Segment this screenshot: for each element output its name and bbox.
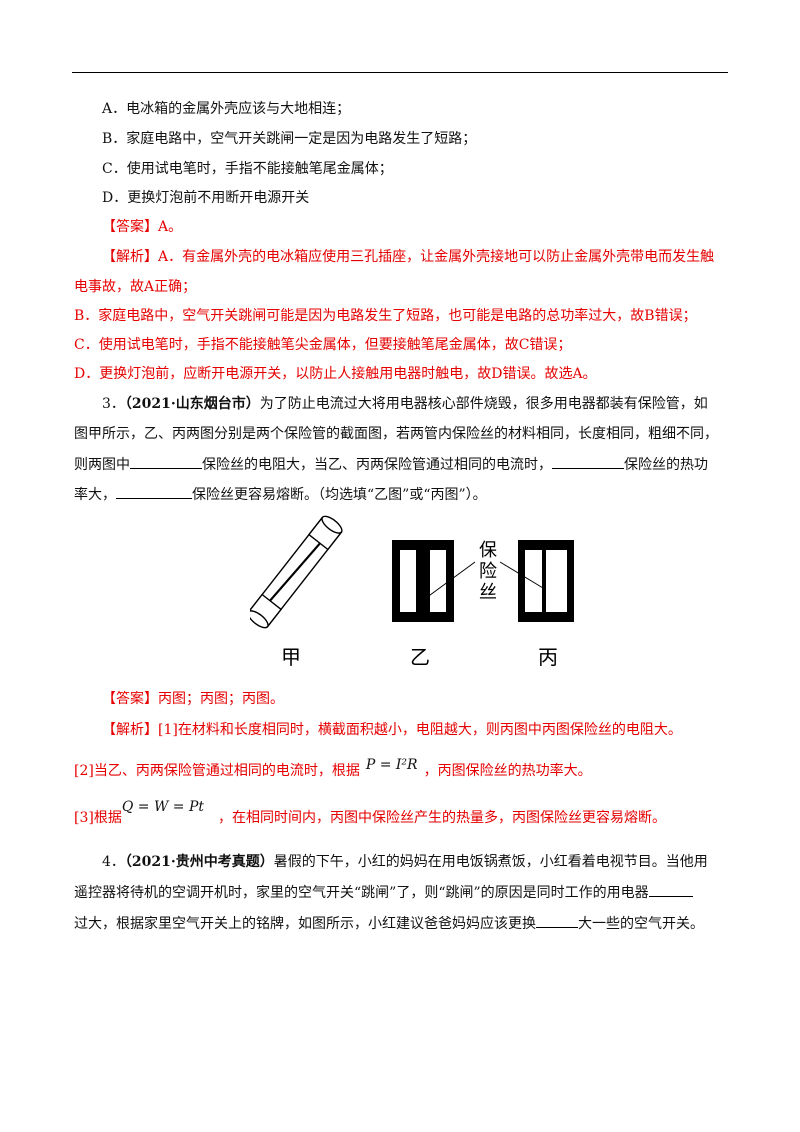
q3-analysis-3: [3]根据Q = W = Pt，在相同时间内，丙图中保险丝产生的热量多，丙图保险…: [74, 799, 667, 826]
option-d: D．更换灯泡前不用断开电源开关: [102, 190, 310, 206]
q3-source: （2021·山东烟台市）: [124, 396, 260, 412]
q3-analysis-1: 【解析】[1]在材料和长度相同时，横截面积越小，电阻越大，则丙图中丙图保险丝的电…: [102, 722, 682, 738]
pointer-bing: [499, 561, 544, 589]
cross-section-bing: [518, 540, 574, 622]
q3-blank-1[interactable]: [130, 455, 202, 469]
q3-line-2: 图甲所示，乙、丙两图分别是两个保险管的截面图，若两管内保险丝的材料相同，长度相同…: [74, 426, 718, 442]
q4-source: （2021·贵州中考真题）: [124, 854, 274, 870]
q2-answer: 【答案】A。: [102, 219, 183, 235]
q3-answer: 【答案】丙图；丙图；丙图。: [102, 691, 284, 707]
q3-line-3: 则两图中保险丝的电阻大，当乙、丙两保险管通过相同的电流时，保险丝的热功: [74, 455, 708, 473]
q3-text-1: 为了防止电流过大将用电器核心部件烧毁，很多用电器都装有保险管，如: [259, 396, 708, 412]
fuse-diagram: [247, 515, 574, 629]
fuse-tube-drawing: [247, 515, 343, 629]
q3-blank-2[interactable]: [552, 455, 624, 469]
q2-analysis-c: C．使用试电笔时，手指不能接触笔尖金属体，但要接触笔尾金属体，故C错误；: [74, 337, 572, 353]
q4-number: 4．: [102, 854, 125, 870]
q3-number: 3．: [102, 396, 125, 412]
q4-blank-2[interactable]: [536, 914, 578, 928]
q2-analysis-lead: 【解析】A．有金属外壳的电冰箱应使用三孔插座，让金属外壳接地可以防止金属外壳带电…: [102, 249, 715, 265]
q2-analysis-b: B．家庭电路中，空气开关跳闸可能是因为电路发生了短路，也可能是电路的总功率过大，…: [74, 308, 697, 324]
header-rule: [72, 72, 728, 73]
q2-analysis-d: D．更换灯泡前，应断开电源开关，以防止人接触用电器时触电，故D错误。故选A。: [74, 366, 597, 382]
cross-section-yi: [392, 540, 454, 622]
option-a: A．电冰箱的金属外壳应该与大地相连；: [102, 101, 351, 117]
q4-line-3: 过大，根据家里空气开关上的铭牌，如图所示，小红建议爸爸妈妈应该更换大一些的空气开…: [74, 914, 704, 932]
option-b: B．家庭电路中，空气开关跳闸一定是因为电路发生了短路；: [102, 131, 477, 147]
q4-blank-1[interactable]: [648, 883, 693, 897]
q4-line-2: 遥控器将待机的空调开机时，家里的空气开关“跳闸”了，则“跳闸”的原因是同时工作的…: [74, 883, 693, 902]
fuse-label-2: 险: [479, 561, 497, 582]
pointer-yi: [425, 561, 476, 599]
figure-label-bing: 丙: [538, 645, 558, 669]
q3-line-4: 率大，保险丝更容易熔断。（均选填“乙图”或“丙图”）。: [74, 485, 487, 503]
q3-blank-3[interactable]: [116, 485, 192, 499]
q4-line-1: 4．（2021·贵州中考真题）暑假的下午，小红的妈妈在用电饭锅煮饭，小红看着电视…: [102, 854, 708, 870]
formula-heat: Q = W = Pt: [121, 799, 205, 815]
figure-label-jia: 甲: [281, 645, 301, 669]
figure-label-yi: 乙: [410, 645, 430, 669]
formula-power: P = I²R: [365, 757, 418, 773]
option-c: C．使用试电笔时，手指不能接触笔尾金属体；: [102, 161, 393, 177]
fuse-figure: 保 险 丝 甲 乙 丙: [247, 510, 590, 670]
q2-analysis-a-cont: 电事故，故A正确；: [74, 279, 197, 295]
fuse-label-1: 保: [479, 540, 497, 561]
fuse-label-3: 丝: [479, 582, 497, 603]
q3-line-1: 3．（2021·山东烟台市）为了防止电流过大将用电器核心部件烧毁，很多用电器都装…: [102, 395, 708, 413]
